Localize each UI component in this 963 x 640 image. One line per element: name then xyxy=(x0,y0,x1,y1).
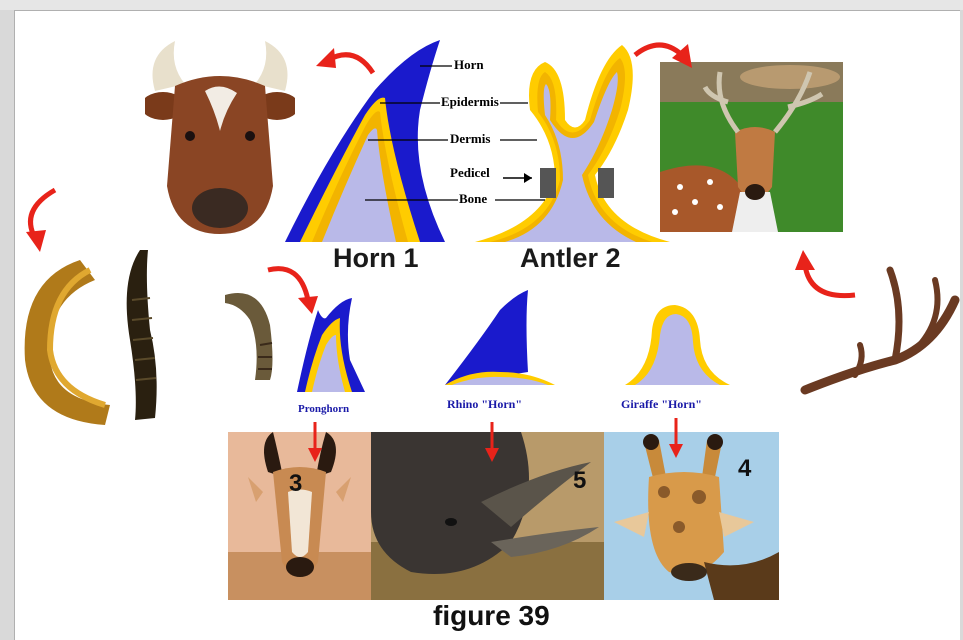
label-pedicel: Pedicel xyxy=(450,165,490,181)
label-horn: Horn xyxy=(454,57,484,73)
title-horn: Horn 1 xyxy=(333,243,419,274)
label-bone: Bone xyxy=(459,191,487,207)
pedicel-arrow xyxy=(503,173,532,183)
label-epidermis: Epidermis xyxy=(441,94,499,110)
number-giraffe: 4 xyxy=(738,455,751,483)
horn-cross-section xyxy=(285,40,445,242)
label-dermis: Dermis xyxy=(450,131,490,147)
number-pronghorn: 3 xyxy=(289,470,302,498)
title-antler: Antler 2 xyxy=(520,243,621,274)
arrow-to-pronghorn-diagram xyxy=(268,269,318,314)
arrow-horn-to-cow xyxy=(316,48,373,73)
arrow-to-left-horns xyxy=(26,190,55,252)
arrow-down-giraffe xyxy=(669,418,683,458)
caption-giraffe: Giraffe "Horn" xyxy=(621,397,702,412)
arrow-shed-antler-to-deer xyxy=(795,250,855,296)
arrow-down-pronghorn xyxy=(308,422,322,462)
caption-rhino: Rhino "Horn" xyxy=(447,397,522,412)
rhino-diagram xyxy=(445,290,555,385)
number-rhino: 5 xyxy=(573,467,586,495)
antler-cross-section xyxy=(475,45,670,242)
pedicel-block-right xyxy=(598,168,614,198)
pedicel-block-left xyxy=(540,168,556,198)
figure-caption: figure 39 xyxy=(433,600,550,632)
arrow-down-rhino xyxy=(485,422,499,462)
giraffe-diagram xyxy=(625,305,730,385)
arrow-antler-to-deer xyxy=(635,44,692,68)
caption-pronghorn: Pronghorn xyxy=(298,403,349,415)
pronghorn-diagram xyxy=(297,298,365,392)
